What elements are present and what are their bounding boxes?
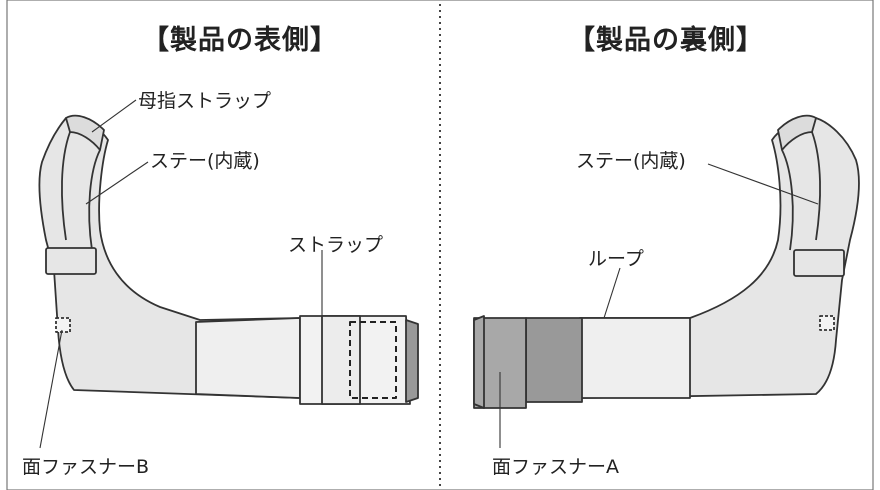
loop-label: ループ <box>588 248 644 270</box>
stay-label-front: ステー(内蔵) <box>150 150 260 172</box>
left-side-tab <box>45 247 97 275</box>
leader-loop <box>603 267 621 319</box>
right-fastener-tab <box>819 315 835 331</box>
right-side-tab <box>793 249 845 277</box>
leader-thumb-strap <box>91 99 137 133</box>
strap-label: ストラップ <box>288 234 384 256</box>
outer-border <box>6 0 874 490</box>
fastener-a-label: 面ファスナーA <box>492 456 619 478</box>
stay-contour-2 <box>88 149 101 251</box>
strap-fastener-outline <box>349 321 397 399</box>
stay-contour <box>61 131 71 241</box>
back-middle-panel <box>579 317 691 399</box>
back-stay-contour <box>811 131 821 241</box>
back-side-title: 【製品の裏側】 <box>568 25 764 56</box>
back-stay-contour-2 <box>781 149 794 251</box>
strap-window <box>321 315 361 405</box>
splint-front <box>38 114 419 405</box>
leader-stay-right <box>707 163 819 205</box>
back-strap-left <box>473 315 485 409</box>
splint-back <box>473 114 860 409</box>
thumb-strap-label: 母指ストラップ <box>138 90 272 112</box>
strap-end <box>405 319 419 403</box>
middle-panel <box>195 317 301 399</box>
leader-stay-left <box>85 161 149 205</box>
leader-lines <box>39 99 819 449</box>
back-strap-band <box>525 317 583 403</box>
front-side-title: 【製品の表側】 <box>142 25 338 56</box>
stay-label-back: ステー(内蔵) <box>576 150 686 172</box>
leader-fastener-b <box>39 329 63 449</box>
fastener-b-tab <box>55 317 71 333</box>
fastener-b-label: 面ファスナーB <box>22 456 150 478</box>
